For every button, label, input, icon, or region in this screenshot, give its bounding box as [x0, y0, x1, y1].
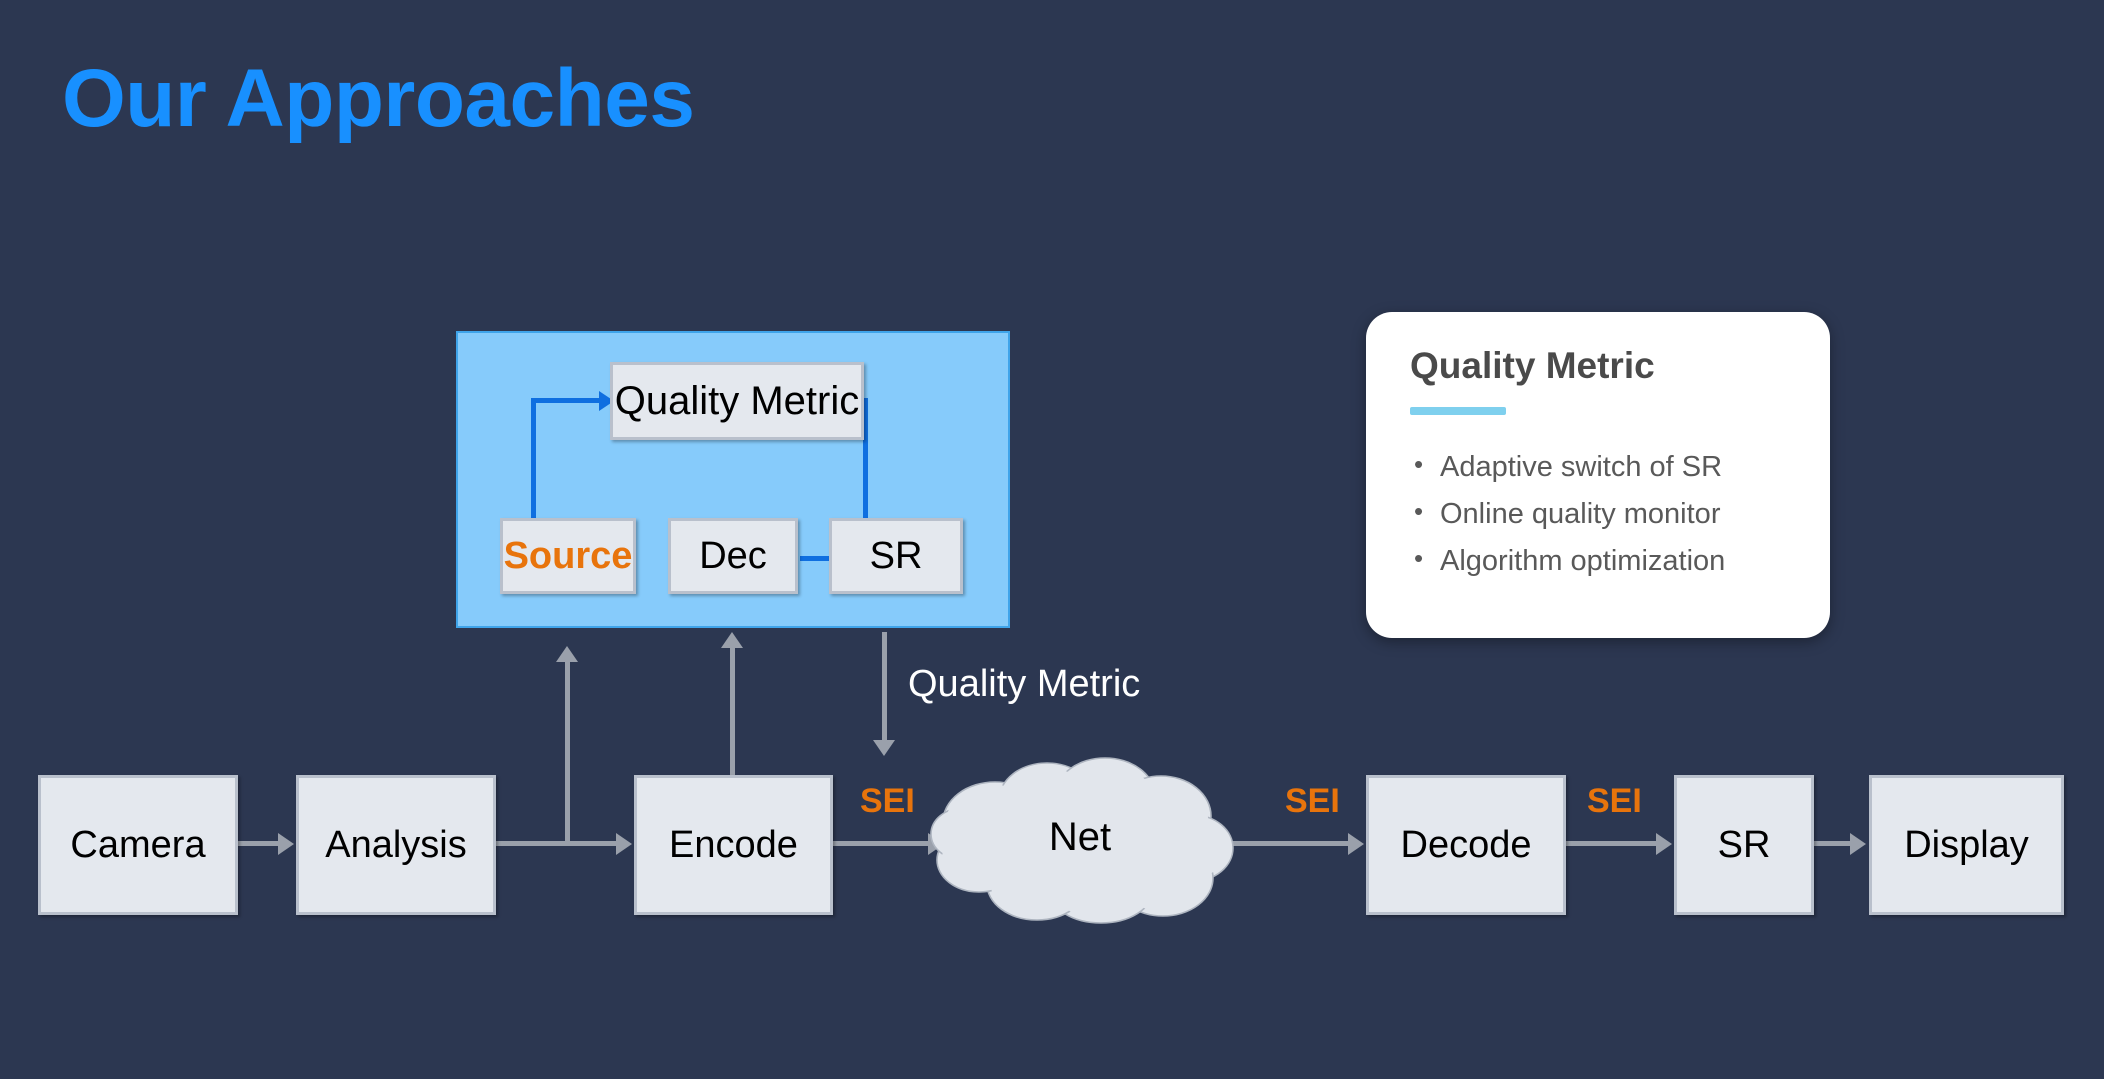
arrow-head-sr-to-display	[1850, 833, 1866, 855]
pipeline-box-camera[interactable]: Camera	[38, 775, 238, 915]
pipeline-box-decode-label: Decode	[1400, 824, 1532, 866]
info-card-bullet-list: Adaptive switch of SR Online quality mon…	[1410, 449, 1786, 579]
list-item: Adaptive switch of SR	[1410, 449, 1786, 485]
pipeline-box-analysis-label: Analysis	[325, 824, 467, 866]
loop-box-quality-metric-label: Quality Metric	[614, 379, 860, 423]
connector-decode-to-sr	[1566, 841, 1658, 846]
connector-net-to-decode	[1228, 841, 1350, 846]
pipeline-box-encode-label: Encode	[669, 824, 798, 866]
pipeline-box-sr-label: SR	[1717, 824, 1771, 866]
loop-box-source-label: Source	[503, 535, 633, 577]
loop-box-sr-label: SR	[869, 535, 923, 577]
loop-box-source[interactable]: Source	[500, 518, 636, 594]
arrow-head-decode-to-sr	[1656, 833, 1672, 855]
connector-analysis-to-encode	[496, 841, 618, 846]
connector-camera-to-analysis	[238, 841, 280, 846]
connector-quality-metric-downstream-vertical	[882, 632, 887, 740]
quality-metric-info-card: Quality Metric Adaptive switch of SR Onl…	[1366, 312, 1830, 638]
branch-encode-feed-vertical	[730, 646, 735, 775]
sei-label-decode-to-sr: SEI	[1587, 782, 1642, 820]
arrow-head-analysis-to-encode	[616, 833, 632, 855]
pipeline-box-camera-label: Camera	[70, 824, 206, 866]
arrow-head-quality-metric-downstream	[873, 740, 895, 756]
loop-box-dec[interactable]: Dec	[668, 518, 798, 594]
pipeline-box-decode[interactable]: Decode	[1366, 775, 1566, 915]
sei-label-encode-to-net: SEI	[860, 782, 915, 820]
sei-label-net-to-decode: SEI	[1285, 782, 1340, 820]
arrow-head-camera-to-analysis	[278, 833, 294, 855]
loop-box-sr[interactable]: SR	[829, 518, 963, 594]
pipeline-cloud-net-label: Net	[1048, 815, 1112, 859]
pipeline-cloud-net[interactable]: Net	[925, 750, 1235, 925]
arrow-sr-to-quality-metric-vertical	[863, 398, 868, 523]
connector-sr-to-display	[1814, 841, 1852, 846]
arrow-source-to-quality-metric-horizontal	[531, 398, 601, 403]
list-item: Online quality monitor	[1410, 496, 1786, 532]
arrow-dec-to-sr-line	[800, 556, 842, 561]
arrow-head-encode-feed-up	[721, 632, 743, 648]
pipeline-box-analysis[interactable]: Analysis	[296, 775, 496, 915]
arrow-head-net-to-decode	[1348, 833, 1364, 855]
arrow-head-source-feed-up	[556, 646, 578, 662]
loop-box-quality-metric[interactable]: Quality Metric	[610, 362, 864, 440]
arrow-source-to-quality-metric-vertical	[531, 398, 536, 523]
connector-encode-to-net	[833, 841, 933, 846]
pipeline-box-display[interactable]: Display	[1869, 775, 2064, 915]
info-card-title: Quality Metric	[1410, 345, 1655, 386]
pipeline-box-encode[interactable]: Encode	[634, 775, 833, 915]
info-card-accent-bar	[1410, 406, 1506, 415]
quality-metric-stream-label: Quality Metric	[908, 663, 1141, 705]
page-title: Our Approaches	[62, 53, 695, 144]
branch-source-feed-vertical	[565, 660, 570, 841]
pipeline-box-sr[interactable]: SR	[1674, 775, 1814, 915]
list-item: Algorithm optimization	[1410, 543, 1786, 579]
loop-box-dec-label: Dec	[699, 535, 767, 577]
pipeline-box-display-label: Display	[1904, 824, 2029, 866]
